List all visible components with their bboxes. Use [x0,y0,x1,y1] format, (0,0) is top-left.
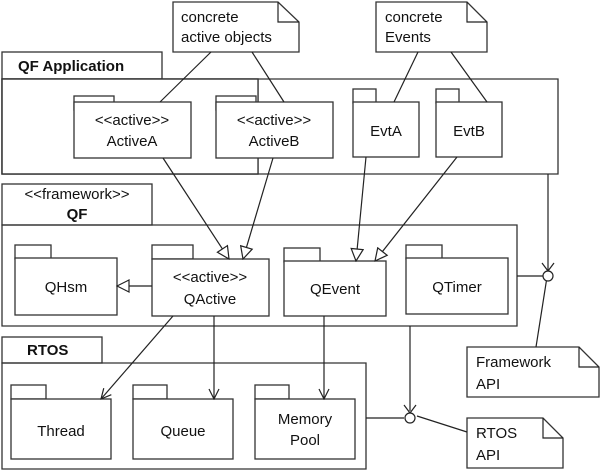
package-name: ActiveA [107,133,158,150]
interface-ball-icon [542,270,554,282]
interface-ball-icon [404,412,416,424]
package-evtA[interactable]: EvtA [352,88,420,158]
note-anchor [159,51,212,103]
package-rtos: RTOS [1,336,367,470]
package-activeA[interactable]: <<active>> ActiveA [73,95,192,159]
generalization-evtB-qevent [375,156,458,261]
package-tab [1,336,103,364]
generalization-evtA-qevent [356,156,367,261]
qf-package-body [1,224,518,327]
package-name: QTimer [432,279,481,296]
stereotype-label: <<active>> [95,112,169,129]
package-name: Thread [37,423,85,440]
note-anchor [416,415,468,433]
rtos-package-body [1,362,367,470]
note-active-objects: concrete active objects [172,1,300,53]
package-name: QEvent [310,281,361,298]
rtos-api-interface [366,326,417,424]
stereotype-label: <<active>> [237,112,311,129]
generalization-activeB-qactive [243,157,274,259]
svg-text:API: API [476,376,500,393]
note-anchor [535,276,548,348]
svg-text:Framework: Framework [476,354,552,371]
package-tab [1,183,153,226]
package-name-line1: Memory [278,411,333,428]
package-name: QActive [184,291,237,308]
package-name-line2: Pool [290,432,320,449]
note-anchor [450,51,488,103]
package-name: ActiveB [249,133,300,150]
package-tab [1,51,163,80]
package-qevent[interactable]: QEvent [283,247,387,317]
package-title: RTOS [27,342,68,359]
note-anchor [251,51,285,103]
generalization-activeA-qactive [162,157,229,259]
package-name: QHsm [45,279,88,296]
package-title: QF Application [18,58,124,75]
svg-text:active objects: active objects [181,29,272,46]
package-activeB[interactable]: <<active>> ActiveB [215,95,334,159]
dependency-qactive-thread [101,315,174,399]
package-name: EvtB [453,123,485,140]
package-thread[interactable]: Thread [10,384,112,460]
package-qactive[interactable]: <<active>> QActive [151,244,270,317]
package-qhsm[interactable]: QHsm [14,244,118,316]
svg-text:concrete: concrete [385,9,443,26]
package-memory-pool[interactable]: Memory Pool [254,384,356,460]
package-title: QF [67,206,88,223]
package-name: EvtA [370,123,402,140]
package-name: Queue [160,423,205,440]
note-rtos-api: RTOS API [466,417,564,469]
app-package-body [1,78,559,175]
svg-text:Events: Events [385,29,431,46]
svg-text:API: API [476,447,500,464]
package-qtimer[interactable]: QTimer [405,244,509,315]
package-evtB[interactable]: EvtB [435,88,503,158]
package-stereotype: <<framework>> [24,186,129,203]
note-anchor [393,51,419,103]
stereotype-label: <<active>> [173,269,247,286]
package-queue[interactable]: Queue [132,384,234,460]
svg-text:RTOS: RTOS [476,425,517,442]
package-qf: <<framework>> QF [1,183,518,327]
framework-api-interface [517,174,555,282]
svg-text:concrete: concrete [181,9,239,26]
note-framework-api: Framework API [466,346,600,398]
note-events: concrete Events [375,1,488,53]
